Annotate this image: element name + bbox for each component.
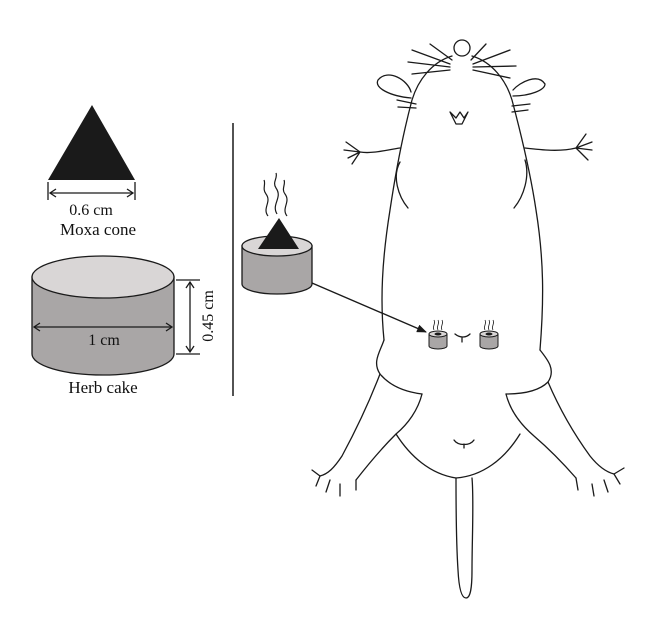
right-hip: [505, 349, 552, 395]
left-hip: [376, 339, 423, 395]
right-foreleg: [513, 147, 577, 209]
right-hindpaw: [575, 467, 625, 497]
genital-mark: [453, 439, 475, 449]
cake-diameter-label: 1 cm: [88, 332, 120, 349]
right-forepaw: [575, 133, 593, 161]
herb-cake-top: [31, 255, 175, 299]
burning-moxa-assembly: [241, 172, 427, 333]
smoke-icon: [263, 172, 288, 217]
navel-mark: [454, 333, 471, 343]
left-hindleg-outer: [319, 373, 381, 477]
acupoint-moxa-right: [479, 319, 499, 350]
cone-width-dimension: [47, 182, 136, 200]
lower-belly: [395, 433, 521, 479]
placement-arrow: [311, 282, 427, 333]
cake-name-label: Herb cake: [68, 378, 137, 397]
whiskers: [396, 43, 531, 113]
right-hindleg-outer: [547, 381, 615, 475]
body-left-outline: [381, 55, 453, 341]
left-ear: [376, 74, 412, 99]
cone-name-label: Moxa cone: [60, 220, 136, 239]
nose-ring: [453, 39, 471, 57]
cake-height-dimension: [176, 279, 200, 355]
moxa-cone-shape: [48, 105, 135, 180]
smoke-icon: [484, 319, 494, 331]
acupoint-moxa-left: [428, 319, 448, 350]
smoke-icon: [433, 319, 443, 331]
assembly-moxa-cone: [258, 218, 299, 249]
mouth: [449, 111, 469, 125]
left-foreleg: [359, 147, 409, 209]
cone-width-label: 0.6 cm: [69, 202, 113, 219]
assembly-cake-side: [241, 245, 313, 295]
left-hindpaw: [311, 469, 357, 497]
rat-illustration: [311, 39, 625, 599]
herb-cake-side: [31, 276, 175, 376]
tail: [455, 477, 474, 599]
cake-height-label: 0.45 cm: [200, 290, 217, 342]
herb-cake: 1 cm 0.45 cm Herb cake: [31, 255, 217, 397]
right-ear: [512, 78, 546, 97]
cake-diameter-dimension: [32, 322, 174, 332]
right-hindleg-inner: [505, 393, 577, 479]
body-right-outline: [471, 55, 544, 351]
left-forepaw: [343, 141, 361, 165]
moxa-cone: 0.6 cm Moxa cone: [47, 105, 136, 239]
